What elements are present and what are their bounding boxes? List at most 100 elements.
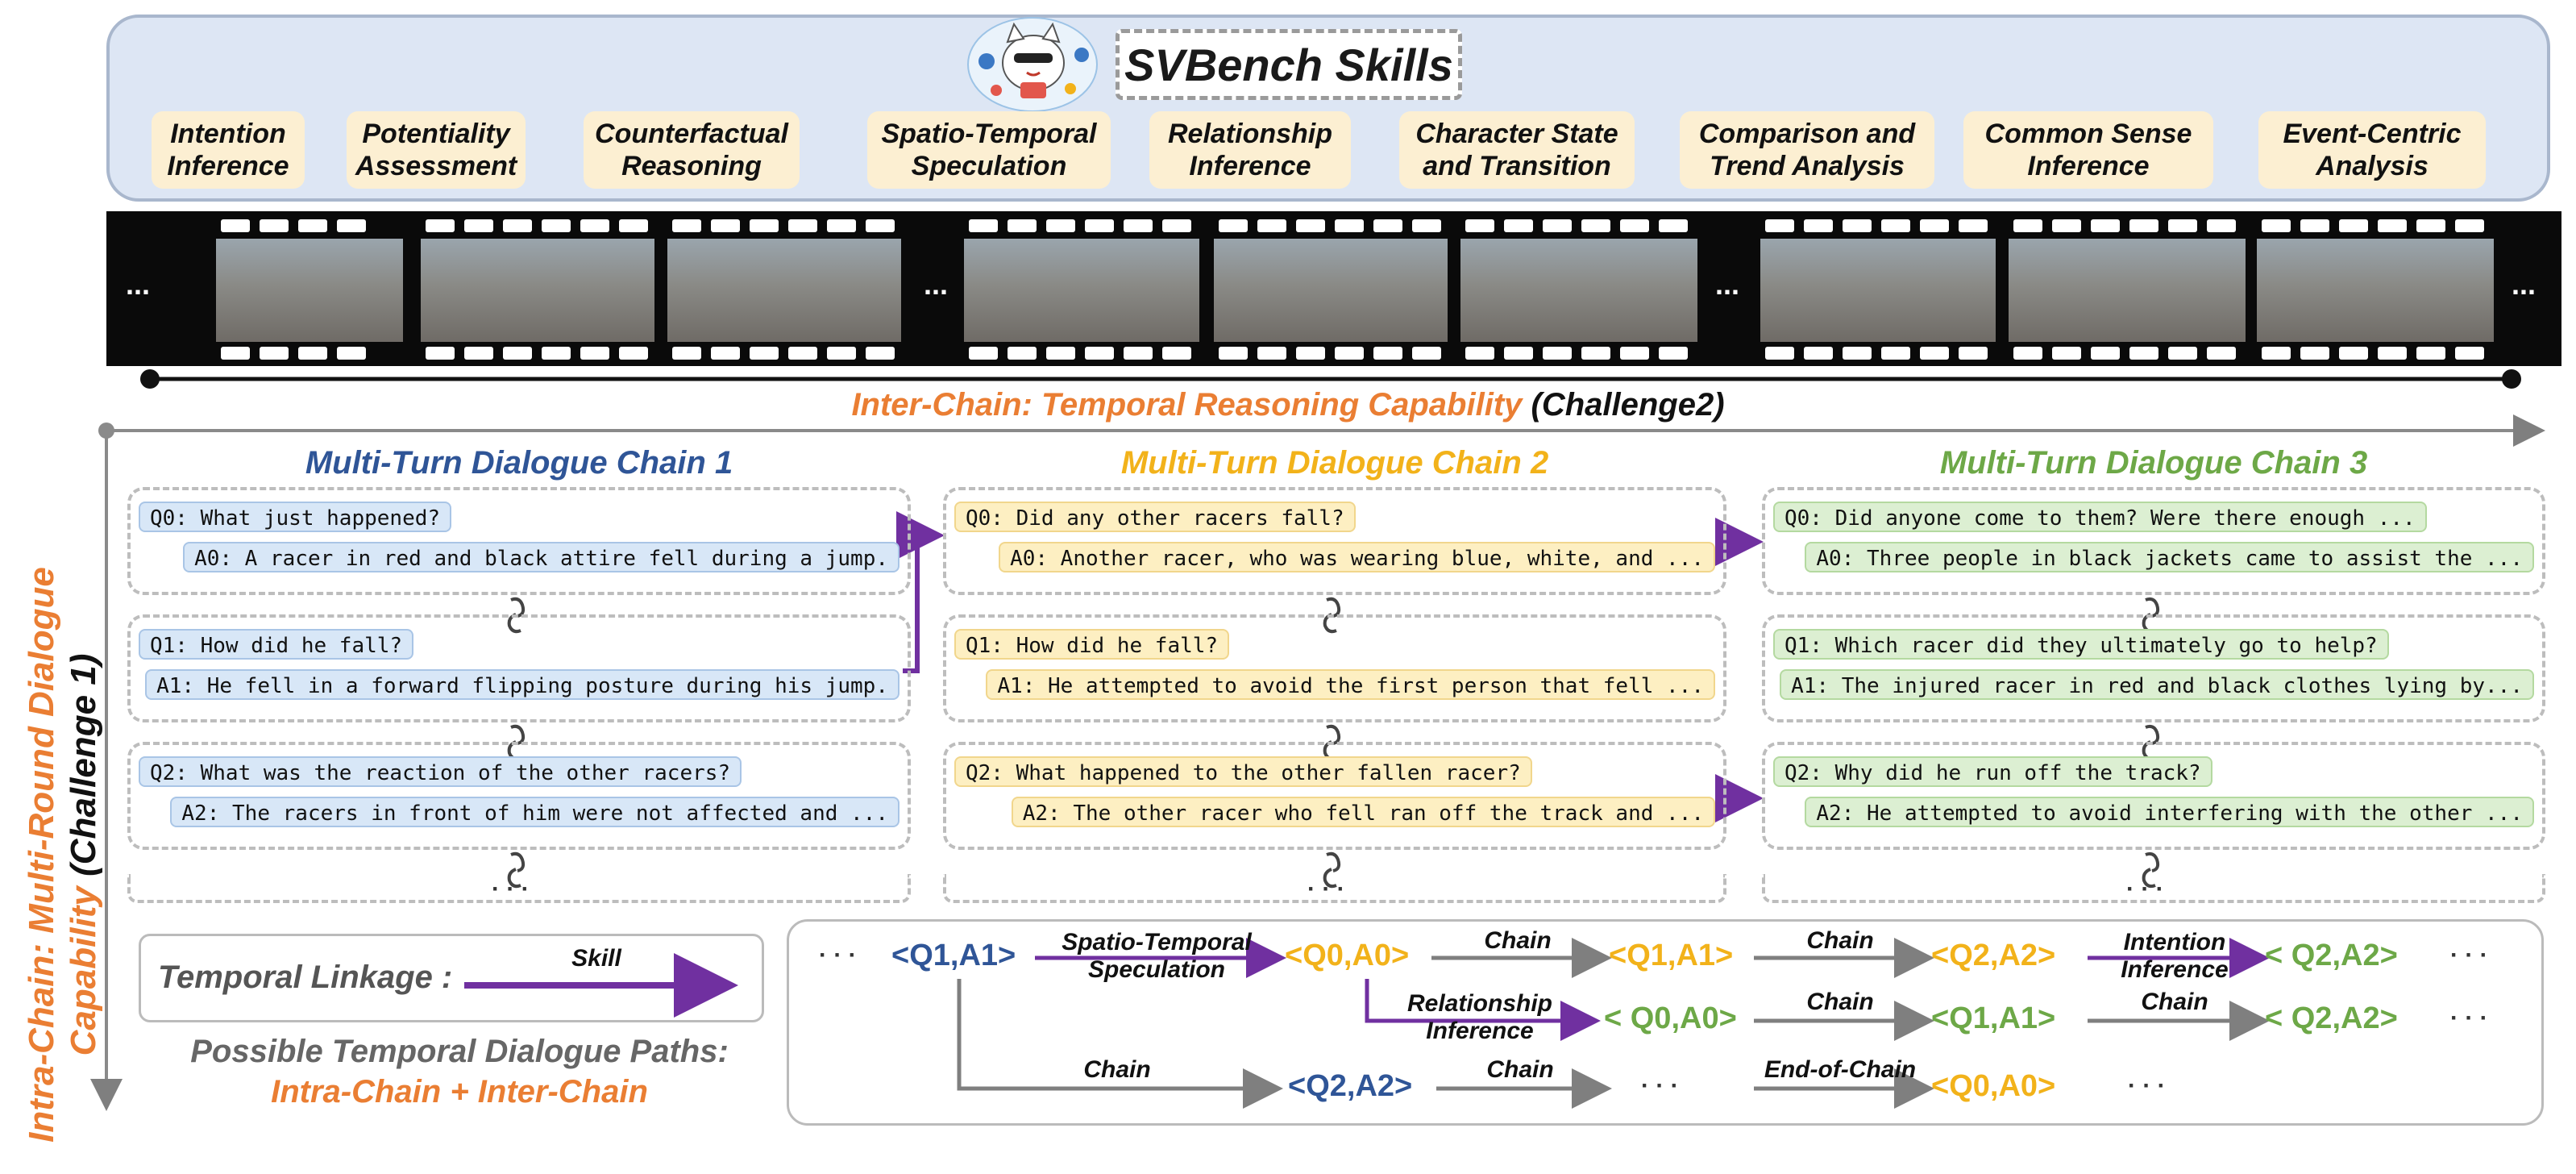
path-ellipsis: · · · [2128,1072,2166,1099]
skill-tag: Event-Centric Analysis [2258,111,2486,189]
chain-continuation [943,874,1726,903]
question-bubble: Q0: Did any other racers fall? [954,502,1356,532]
intra-chain-label: Intra-Chain: Multi-Round Dialogue Capabi… [22,567,103,1143]
legend-box [139,934,764,1022]
film-perforation [2378,347,2407,360]
film-perforation [426,347,455,360]
film-perforation [672,219,701,232]
answer-bubble: A2: The racers in front of him were not … [170,797,900,827]
chain-continuation-dots: · · · [1307,876,1345,902]
question-bubble: Q0: Did anyone come to them? Were there … [1773,502,2427,532]
film-perforation [2013,347,2042,360]
film-perforation [1920,347,1949,360]
film-perforation [1843,219,1872,232]
path-node: <Q1,A1> [1609,939,1734,972]
film-perforation [1959,219,1988,232]
film-perforation [2129,219,2158,232]
film-ellipsis: ... [126,268,151,301]
film-perforation [1257,347,1286,360]
chain-link-icon [2142,851,2160,889]
film-perforation [580,347,609,360]
path-edge-label: Chain [1083,1056,1151,1083]
skill-tag: Common Sense Inference [1963,111,2213,189]
film-perforation [1543,219,1572,232]
path-node: <Q2,A2> [1931,939,2056,972]
film-perforation [2052,219,2081,232]
paths-subtitle: Intra-Chain + Inter-Chain [271,1074,648,1109]
film-perforation [1373,219,1402,232]
skill-tag: Potentiality Assessment [347,111,526,189]
film-perforation [542,347,571,360]
answer-bubble: A0: A racer in red and black attire fell… [183,542,900,572]
path-ellipsis: · · · [2450,1005,2488,1031]
film-perforation [827,347,856,360]
film-perforation [1124,219,1153,232]
skill-tag: Comparison and Trend Analysis [1680,111,1934,189]
path-edge-label: Chain [2141,989,2208,1015]
path-ellipsis: · · · [1641,1072,1679,1099]
skills-title: SVBench Skills [1116,29,1462,100]
film-perforation [426,219,455,232]
answer-bubble: A0: Another racer, who was wearing blue,… [999,542,1715,572]
film-perforation [711,219,740,232]
film-perforation [866,219,895,232]
path-edge-label: Relationship Inference [1406,990,1552,1044]
film-perforation [866,347,895,360]
inter-chain-label: Inter-Chain: Temporal Reasoning Capabili… [851,387,1725,423]
paths-box [787,919,2544,1126]
film-perforation [750,219,779,232]
film-perforation [1920,219,1949,232]
chain-continuation [1762,874,2545,903]
question-bubble: Q1: Which racer did they ultimately go t… [1773,629,2389,660]
chain-continuation [127,874,911,903]
film-perforation [1804,219,1833,232]
film-ellipsis: ... [924,268,949,301]
path-node: <Q2,A2> [1288,1069,1413,1103]
skill-tag: Intention Inference [152,111,305,189]
film-perforation [2091,347,2120,360]
answer-bubble: A1: He fell in a forward flipping postur… [145,669,900,700]
film-perforation [672,347,701,360]
video-frame [1460,239,1697,342]
film-perforation [1765,219,1794,232]
chain-heading: Multi-Turn Dialogue Chain 2 [1120,445,1549,481]
dialogue-turn-group [1762,614,2545,722]
video-frame [2257,239,2494,342]
path-edge-label: Intention Inference [2121,929,2229,983]
legend-label: Temporal Linkage : [158,960,453,995]
path-node: <Q1,A1> [891,939,1016,972]
film-perforation [1659,347,1688,360]
film-perforation [619,347,648,360]
path-edge-label: Chain [1806,989,1874,1015]
film-perforation [542,219,571,232]
film-perforation [464,347,493,360]
film-perforation [1804,347,1833,360]
film-perforation [2013,219,2042,232]
video-frame [1760,239,1996,342]
film-perforation [1543,347,1572,360]
path-edge-label: Chain [1484,927,1552,954]
film-perforation [1581,347,1610,360]
film-perforation [1659,219,1688,232]
film-perforation [2262,219,2291,232]
answer-bubble: A2: He attempted to avoid interfering wi… [1805,797,2534,827]
path-edge-label: Chain [1486,1056,1554,1083]
film-perforation [2168,219,2197,232]
film-ellipsis: ... [1715,268,1740,301]
dialogue-turn-group [1762,742,2545,850]
film-perforation [337,219,366,232]
path-node: <Q0,A0> [1931,1069,2056,1103]
chain-link-icon [1323,851,1341,889]
video-frame [667,239,901,342]
film-perforation [1881,219,1910,232]
path-ellipsis: · · · [819,942,857,968]
dialogue-turn-group [1762,487,2545,595]
question-bubble: Q0: What just happened? [139,502,452,532]
dialogue-turn-group [943,614,1726,722]
film-perforation [1296,347,1325,360]
film-perforation [1620,219,1649,232]
answer-bubble: A1: He attempted to avoid the first pers… [986,669,1715,700]
chain-heading: Multi-Turn Dialogue Chain 3 [1939,445,2368,481]
film-perforation [750,347,779,360]
film-perforation [1219,347,1248,360]
